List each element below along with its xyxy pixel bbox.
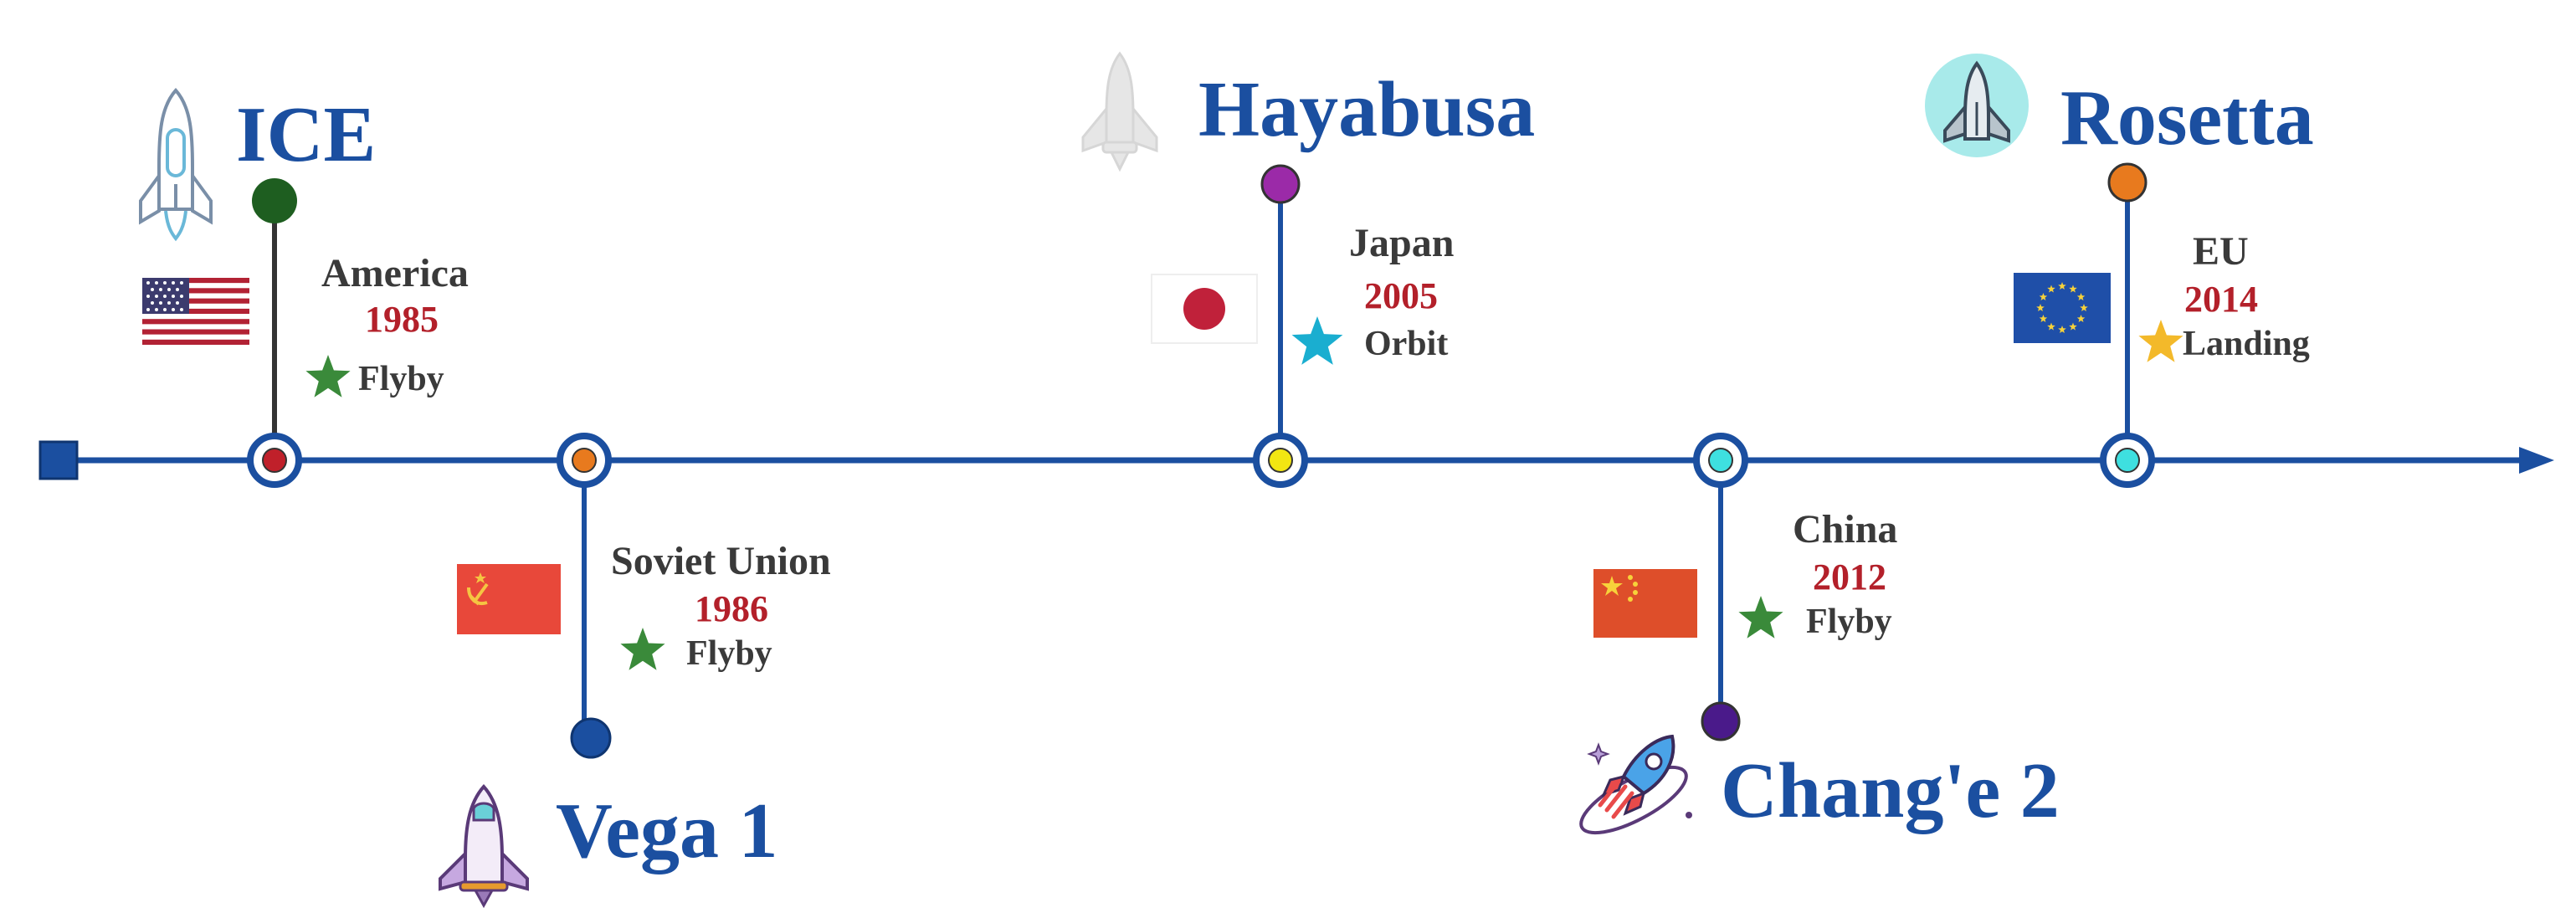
mission-title: Vega 1 xyxy=(556,787,777,875)
mission-axis-dot xyxy=(572,448,597,473)
eu-star xyxy=(2076,293,2086,300)
china-flag xyxy=(1593,569,1697,638)
star-icon xyxy=(1738,596,1783,639)
star-icon xyxy=(1291,316,1343,365)
star-icon xyxy=(305,355,351,398)
mission-year: 2014 xyxy=(2184,279,2258,320)
mission-type: Flyby xyxy=(1806,603,1892,641)
mission-title: Hayabusa xyxy=(1198,66,1535,153)
mission-axis-dot xyxy=(1268,448,1293,473)
mission-change-2: China 2012 Flyby Chang'e 2 xyxy=(1579,433,2060,835)
mission-end-dot xyxy=(570,717,612,759)
mission-type: Flyby xyxy=(358,360,444,398)
star-icon xyxy=(620,628,665,670)
mission-country: Japan xyxy=(1349,221,1454,265)
eu-star xyxy=(2047,285,2055,293)
mission-end-dot xyxy=(1701,701,1741,741)
axis-arrowhead xyxy=(2519,447,2554,474)
eu-star xyxy=(2069,322,2077,331)
mission-title: Rosetta xyxy=(2060,74,2314,162)
mission-country: China xyxy=(1793,507,1897,551)
mission-year: 1985 xyxy=(365,299,439,340)
mission-type: Orbit xyxy=(1364,325,1448,363)
star-icon xyxy=(2138,320,2183,362)
mission-end-dot xyxy=(1260,164,1301,204)
rocket-icon xyxy=(1579,734,1692,835)
mission-title: ICE xyxy=(236,91,376,178)
mission-country: Soviet Union xyxy=(611,539,831,583)
eu-star xyxy=(2058,326,2066,333)
mission-country: America xyxy=(321,251,469,295)
japan-flag xyxy=(1151,274,1258,344)
ussr-flag xyxy=(457,564,561,634)
shuttle-outline-icon xyxy=(139,88,213,242)
mission-end-dot xyxy=(252,178,297,223)
eu-star xyxy=(2036,304,2045,311)
mission-title: Chang'e 2 xyxy=(1721,747,2060,834)
eu-star xyxy=(2047,322,2055,331)
mission-type: Flyby xyxy=(686,634,772,673)
mission-year: 2005 xyxy=(1364,275,1438,316)
axis-start-square xyxy=(38,440,79,480)
mission-country: EU xyxy=(2193,229,2249,274)
mission-year: 1986 xyxy=(695,588,768,629)
mission-end-dot xyxy=(2107,162,2148,203)
mission-axis-dot xyxy=(2115,448,2140,473)
mission-ice: ICE America 1985 xyxy=(139,88,469,488)
shuttle-launch-icon xyxy=(439,784,529,909)
mission-type: Landing xyxy=(2183,325,2310,363)
shuttle-grey-icon xyxy=(1081,51,1158,172)
eu-star xyxy=(2058,282,2066,290)
eu-star xyxy=(2039,315,2048,322)
eu-star xyxy=(2080,304,2088,311)
eu-flag xyxy=(2014,273,2111,343)
mission-axis-dot xyxy=(1708,448,1733,473)
mission-rosetta: Rosetta EU 2014 Landing xyxy=(1925,54,2314,488)
eu-star xyxy=(2039,293,2048,300)
mission-vega-1: Soviet Union 1986 Flyby Vega 1 xyxy=(439,433,831,909)
usa-flag xyxy=(142,278,249,345)
mission-axis-dot xyxy=(262,448,287,473)
eu-star xyxy=(2076,315,2086,322)
eu-star xyxy=(2069,285,2077,293)
mission-year: 2012 xyxy=(1813,557,1886,598)
mission-hayabusa: Hayabusa Japan 2005 Orbit xyxy=(1081,51,1535,488)
shuttle-circle-icon xyxy=(1925,54,2029,157)
